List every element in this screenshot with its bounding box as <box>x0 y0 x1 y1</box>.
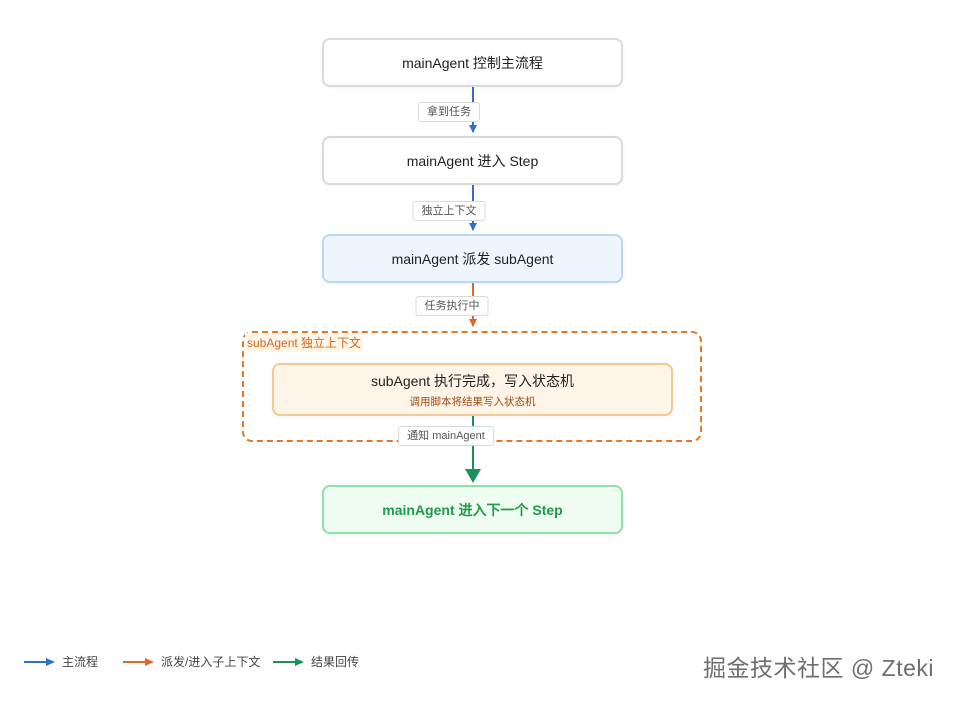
node-sub-complete-sublabel: 调用脚本将结果写入状态机 <box>409 395 536 408</box>
edge-label-task-running: 任务执行中 <box>415 296 489 316</box>
legend-label-return: 结果回传 <box>311 655 360 669</box>
node-control-label: mainAgent 控制主流程 <box>402 54 543 71</box>
node-dispatch: mainAgent 派发 subAgent <box>322 234 623 283</box>
legend-item-return: 结果回传 <box>273 653 359 670</box>
edge-label-get-task: 拿到任务 <box>418 102 480 122</box>
legend-arrow-dispatch-icon <box>123 657 154 666</box>
node-sub-complete: subAgent 执行完成，写入状态机 调用脚本将结果写入状态机 <box>272 363 673 416</box>
legend-arrow-main-icon <box>24 657 55 666</box>
legend-item-main: 主流程 <box>24 653 98 670</box>
node-next-step-label: mainAgent 进入下一个 Step <box>382 501 563 518</box>
node-dispatch-label: mainAgent 派发 subAgent <box>391 250 554 267</box>
node-sub-complete-label: subAgent 执行完成，写入状态机 <box>370 372 575 389</box>
subagent-context-label: subAgent 独立上下文 <box>245 333 364 352</box>
node-control: mainAgent 控制主流程 <box>322 38 623 87</box>
watermark: 掘金技术社区 @ Zteki <box>703 655 934 681</box>
edge-label-notify-main: 通知 mainAgent <box>398 426 494 446</box>
node-next-step: mainAgent 进入下一个 Step <box>322 485 623 534</box>
legend-arrow-return-icon <box>273 657 304 666</box>
legend-item-dispatch: 派发/进入子上下文 <box>123 653 260 670</box>
legend-label-main: 主流程 <box>62 655 99 669</box>
legend-label-dispatch: 派发/进入子上下文 <box>161 655 261 669</box>
node-enter-step-label: mainAgent 进入 Step <box>406 152 539 169</box>
edge-label-independent-context: 独立上下文 <box>412 201 486 221</box>
node-enter-step: mainAgent 进入 Step <box>322 136 623 185</box>
